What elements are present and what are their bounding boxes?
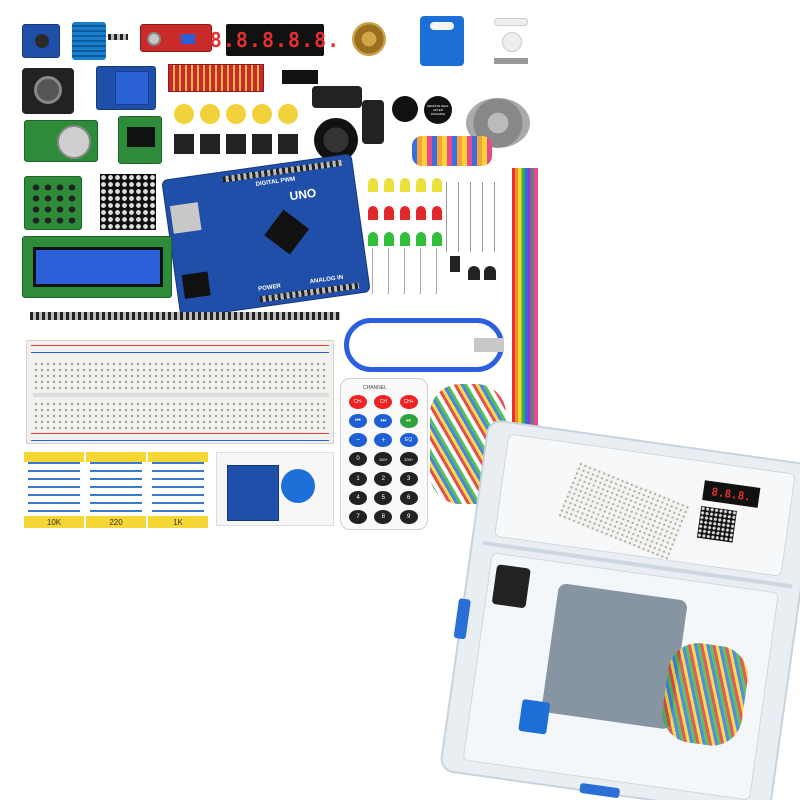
dc-barrel-plug xyxy=(362,100,384,144)
battery-clip xyxy=(312,86,362,108)
joystick-module xyxy=(22,68,74,114)
relay-module xyxy=(96,66,156,110)
box-compartment-bottom xyxy=(462,552,779,800)
long-pin-header xyxy=(30,312,340,320)
remote-btn-eq: EQ xyxy=(399,433,418,448)
remote-btn-200: 200+ xyxy=(399,452,418,467)
ic-chip xyxy=(282,70,318,84)
breadboard xyxy=(26,340,334,444)
servo-arms xyxy=(494,18,530,68)
rfid-module-card xyxy=(216,452,334,526)
resistor-strip-1k: 1K xyxy=(148,452,208,528)
ir-remote: CHANNEL CH- CH CH+ ⏮ ⏭ ⏯ − + EQ 0 100+ 2… xyxy=(340,378,428,530)
water-sensor-module xyxy=(168,64,264,92)
remote-buttons: CH- CH CH+ ⏮ ⏭ ⏯ − + EQ 0 100+ 200+ 1 2 … xyxy=(349,395,421,525)
pin-header xyxy=(108,34,128,40)
button-module xyxy=(22,24,60,58)
ir-receiver-and-transistors xyxy=(450,256,500,306)
stepper-driver-board xyxy=(118,116,162,164)
rfid-board xyxy=(227,465,279,521)
resistor-strip-10k: 10K xyxy=(24,452,84,528)
usb-a-plug xyxy=(474,338,504,352)
seven-segment-digits: 8.8.8.8.8. xyxy=(209,28,341,52)
lcd-screen xyxy=(33,247,163,287)
buzzer xyxy=(392,96,418,122)
lcd-module xyxy=(22,236,172,298)
remote-btn-ch: CH xyxy=(374,395,393,409)
push-button-icon xyxy=(35,34,49,48)
remote-btn-5: 5 xyxy=(374,490,393,505)
resistor-label-1k: 1K xyxy=(173,517,183,527)
dc-jack xyxy=(181,271,211,299)
mcu-chip xyxy=(264,209,310,255)
remote-btn-1: 1 xyxy=(349,471,367,486)
servo-motor xyxy=(420,16,464,66)
remote-btn-prev: ⏮ xyxy=(349,414,367,429)
remote-btn-0: 0 xyxy=(349,452,367,467)
box-breadboard xyxy=(556,460,691,562)
relay-icon xyxy=(115,71,149,105)
remote-btn-play: ⏯ xyxy=(399,414,418,429)
microphone-icon xyxy=(147,32,161,46)
remote-btn-8: 8 xyxy=(374,509,393,524)
uno-brand: UNO xyxy=(288,185,318,204)
resistor-label-10k: 10K xyxy=(46,517,62,527)
remote-btn-2: 2 xyxy=(374,471,393,486)
remote-btn-4: 4 xyxy=(349,490,367,505)
resistor-label-220: 220 xyxy=(109,517,123,527)
remote-btn-ch-minus: CH- xyxy=(349,395,367,409)
box-servo xyxy=(518,698,551,735)
arduino-uno-board: UNO DIGITAL PWM POWER ANALOG IN xyxy=(161,153,371,319)
remote-btn-minus: − xyxy=(349,433,367,448)
remote-btn-7: 7 xyxy=(349,509,367,524)
coin-battery-icon xyxy=(57,125,91,159)
uno-analog-label: ANALOG IN xyxy=(309,274,344,286)
box-compartment-top: 8.8.8. xyxy=(494,433,796,577)
box-seven-segment: 8.8.8. xyxy=(702,480,761,508)
remote-title: CHANNEL xyxy=(363,385,387,391)
sound-sensor-module xyxy=(140,24,212,52)
box-joystick xyxy=(491,564,531,609)
component-storage-box: 8.8.8. xyxy=(438,418,800,800)
uno-digital-label: DIGITAL PWM xyxy=(255,176,296,188)
buzzer-sealed: REMOVE SEAL AFTER WASHING xyxy=(424,96,452,124)
rtc-clock-module xyxy=(24,120,98,162)
seal-sticker: REMOVE SEAL AFTER WASHING xyxy=(427,104,449,116)
remote-btn-100: 100+ xyxy=(374,452,393,467)
ribbon-cable-short xyxy=(412,136,492,166)
box-seven-seg-digits: 8.8.8. xyxy=(710,484,752,504)
seven-segment-display: 8.8.8.8.8. xyxy=(210,24,339,56)
box-clip-left xyxy=(453,598,471,640)
usb-port xyxy=(169,202,202,234)
rfid-tag-icon xyxy=(281,469,315,503)
potentiometer-icon xyxy=(181,34,195,44)
dht11-sensor xyxy=(72,22,106,60)
remote-btn-ch-plus: CH+ xyxy=(399,395,418,409)
potentiometer xyxy=(352,22,386,56)
remote-btn-3: 3 xyxy=(399,471,418,486)
box-wires xyxy=(658,639,752,750)
membrane-keypad xyxy=(24,176,82,230)
remote-btn-plus: + xyxy=(374,433,393,448)
resistor-strip-220: 220 xyxy=(86,452,146,528)
servo-horn-icon xyxy=(430,22,454,30)
uno-power-label: POWER xyxy=(257,283,282,293)
box-led-matrix xyxy=(696,505,737,543)
photoresistors xyxy=(446,182,502,252)
led-matrix xyxy=(100,174,156,230)
leds-group xyxy=(368,178,448,298)
push-buttons-yellow xyxy=(174,104,300,158)
remote-btn-9: 9 xyxy=(399,509,418,524)
box-clip-bottom xyxy=(579,782,621,799)
remote-btn-next: ⏭ xyxy=(374,414,393,429)
remote-btn-6: 6 xyxy=(399,490,418,505)
